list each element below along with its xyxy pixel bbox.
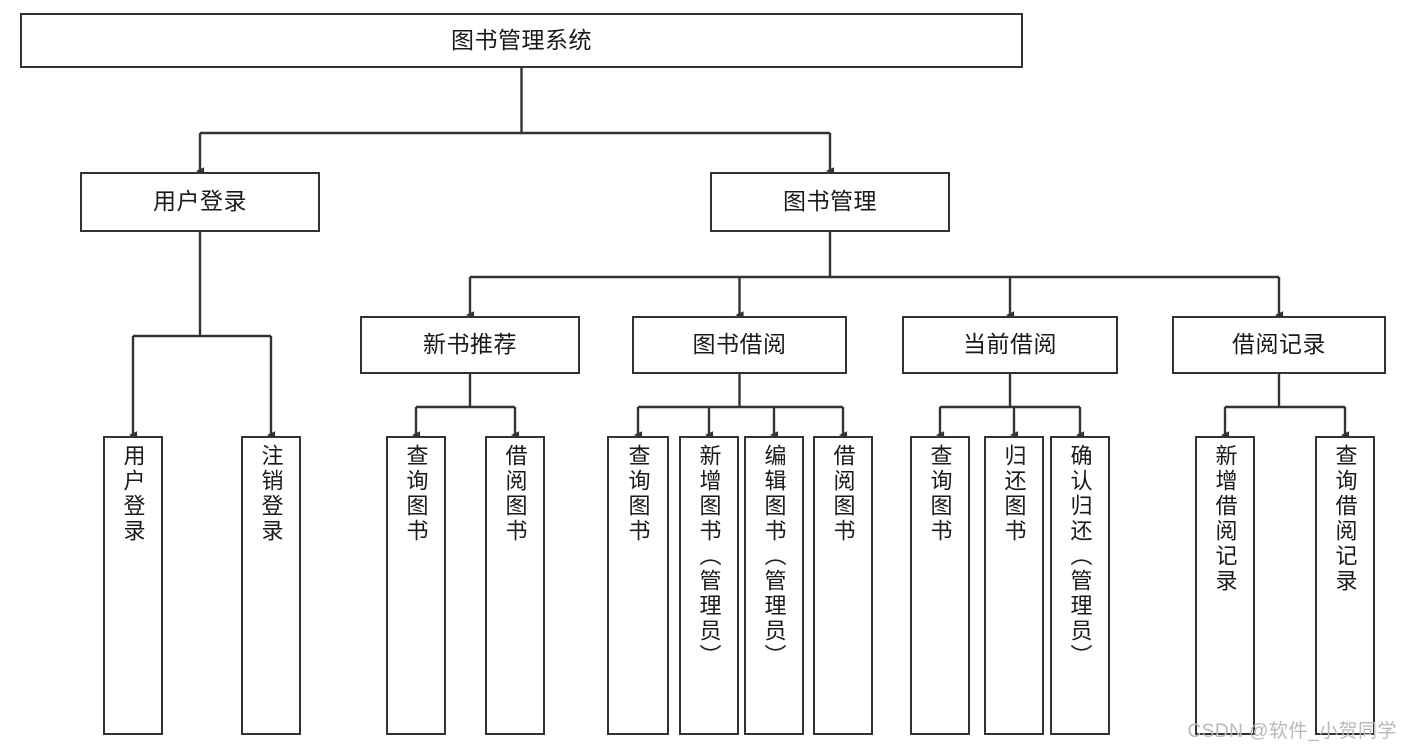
node-leaf-query-book-recommend[interactable]: 查询图书 (386, 436, 446, 735)
node-label-root: 图书管理系统 (451, 26, 592, 53)
node-book-borrow[interactable]: 图书借阅 (632, 316, 847, 374)
node-current-borrow[interactable]: 当前借阅 (902, 316, 1118, 374)
node-label-leaf-user-login: 用户登录 (120, 444, 146, 544)
node-label-leaf-query-borrow-record: 查询借阅记录 (1332, 444, 1358, 594)
node-new-book-recommend[interactable]: 新书推荐 (360, 316, 580, 374)
node-leaf-query-borrow-record[interactable]: 查询借阅记录 (1315, 436, 1375, 735)
node-label-leaf-add-book: 新增图书（管理员） (696, 444, 722, 669)
node-user-login[interactable]: 用户登录 (80, 172, 320, 232)
node-leaf-confirm-return[interactable]: 确认归还（管理员） (1050, 436, 1110, 735)
node-label-book-management: 图书管理 (783, 188, 877, 215)
node-label-leaf-query-book-recommend: 查询图书 (403, 444, 429, 544)
node-leaf-add-book[interactable]: 新增图书（管理员） (679, 436, 739, 735)
node-label-leaf-borrow-book: 借阅图书 (830, 444, 856, 544)
node-root[interactable]: 图书管理系统 (20, 13, 1023, 68)
node-leaf-user-login[interactable]: 用户登录 (103, 436, 163, 735)
node-book-management[interactable]: 图书管理 (710, 172, 950, 232)
node-leaf-logout[interactable]: 注销登录 (241, 436, 301, 735)
node-label-current-borrow: 当前借阅 (963, 331, 1057, 358)
node-leaf-query-book-borrow[interactable]: 查询图书 (607, 436, 669, 735)
node-leaf-edit-book[interactable]: 编辑图书（管理员） (744, 436, 804, 735)
node-label-book-borrow: 图书借阅 (692, 331, 787, 358)
node-label-new-book-recommend: 新书推荐 (423, 331, 517, 358)
node-label-leaf-return-book: 归还图书 (1001, 444, 1027, 544)
node-label-leaf-confirm-return: 确认归还（管理员） (1067, 444, 1093, 669)
node-label-leaf-edit-book: 编辑图书（管理员） (761, 444, 787, 669)
node-borrow-record[interactable]: 借阅记录 (1172, 316, 1386, 374)
connector-paths (128, 68, 1350, 439)
node-label-leaf-borrow-book-recommend: 借阅图书 (502, 444, 528, 544)
node-label-leaf-logout: 注销登录 (258, 444, 284, 544)
node-leaf-query-book-current[interactable]: 查询图书 (910, 436, 970, 735)
node-leaf-borrow-book[interactable]: 借阅图书 (813, 436, 873, 735)
node-leaf-borrow-book-recommend[interactable]: 借阅图书 (485, 436, 545, 735)
node-label-leaf-add-borrow-record: 新增借阅记录 (1212, 444, 1238, 594)
node-leaf-return-book[interactable]: 归还图书 (984, 436, 1044, 735)
node-leaf-add-borrow-record[interactable]: 新增借阅记录 (1195, 436, 1255, 735)
node-label-leaf-query-book-current: 查询图书 (927, 444, 953, 544)
node-label-borrow-record: 借阅记录 (1232, 331, 1326, 358)
node-label-leaf-query-book-borrow: 查询图书 (625, 444, 651, 544)
node-label-user-login: 用户登录 (153, 188, 247, 215)
watermark-label: CSDN @软件_小贺同学 (1187, 721, 1397, 742)
